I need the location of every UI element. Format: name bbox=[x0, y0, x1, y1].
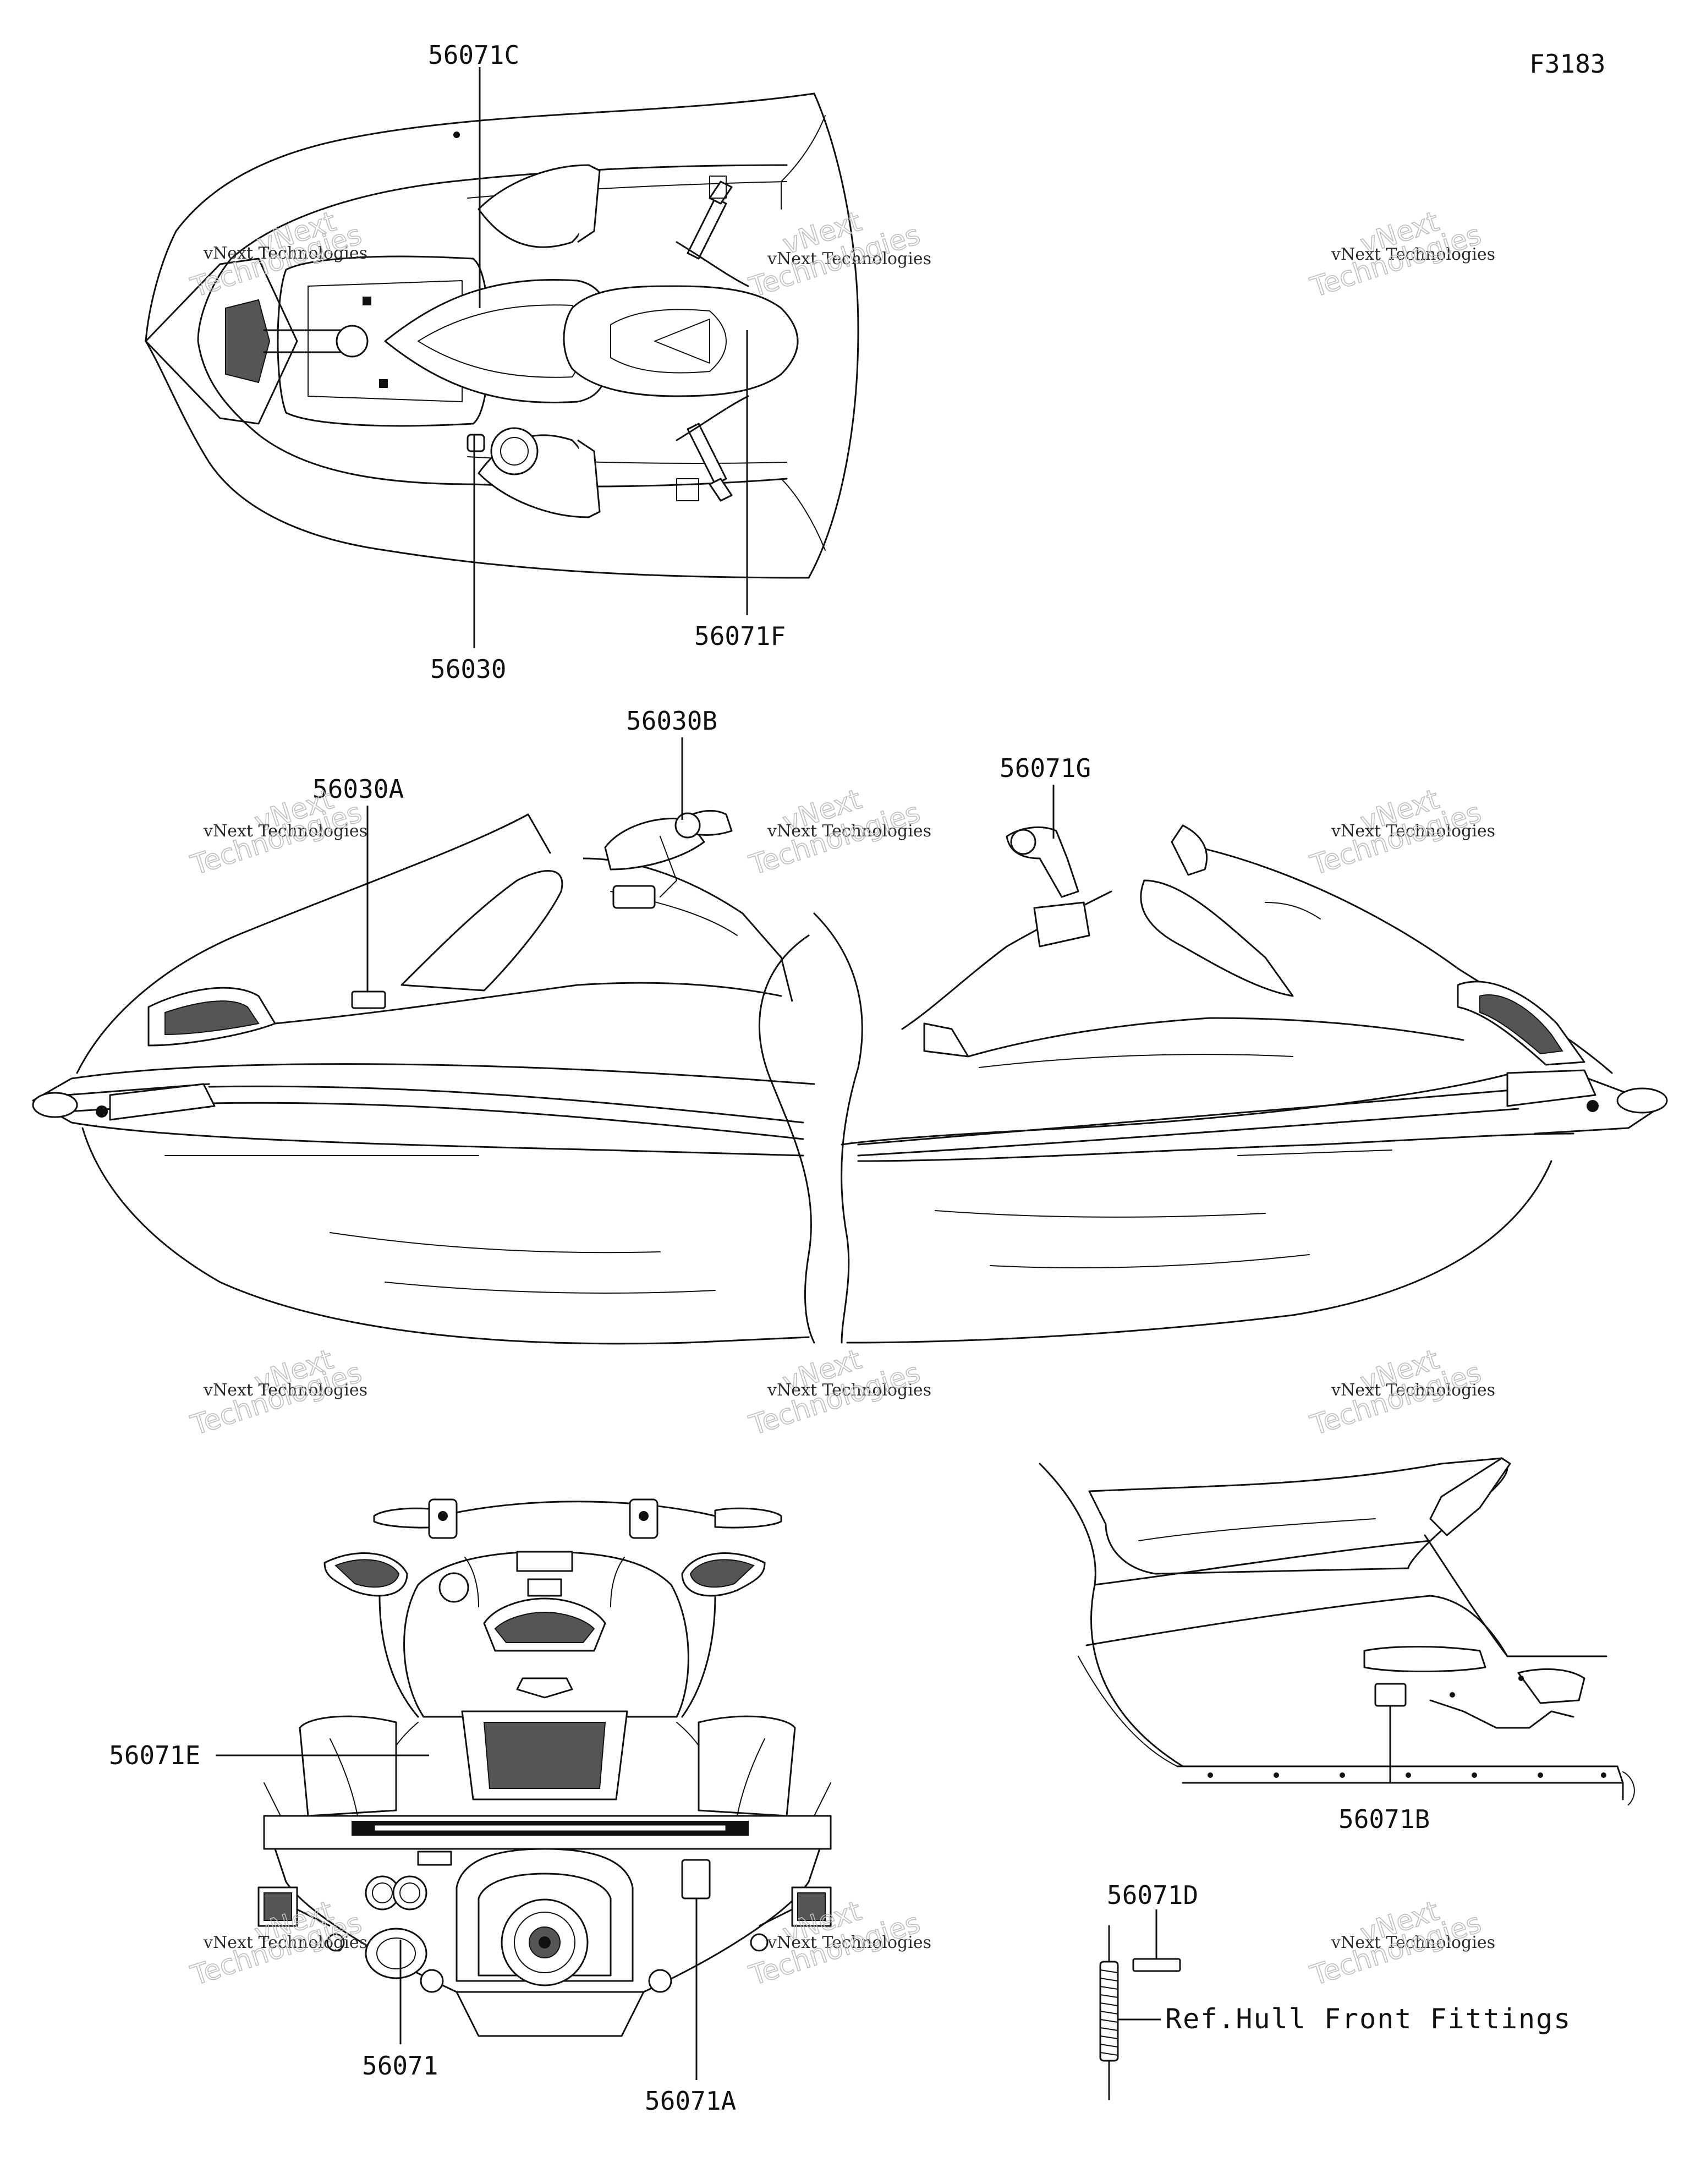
svg-text:vNext Technologies: vNext Technologies bbox=[1331, 245, 1495, 264]
watermark-3: vNext vNext Technologies Technologies bbox=[1306, 205, 1495, 304]
watermark-9: vNext vNext Technologies Technologies bbox=[1306, 1343, 1495, 1442]
callout-56030B: 56030B bbox=[626, 706, 717, 820]
reference-note: Ref.Hull Front Fittings bbox=[1165, 2003, 1571, 2035]
callout-label-56071C: 56071C bbox=[428, 40, 519, 70]
svg-text:vNext Technologies: vNext Technologies bbox=[767, 249, 931, 269]
top-view bbox=[145, 92, 859, 579]
callout-label-56071D: 56071D bbox=[1107, 1880, 1198, 1910]
side-view bbox=[32, 809, 1668, 1345]
svg-text:vNext Technologies: vNext Technologies bbox=[767, 1381, 931, 1400]
callout-56071B: 56071B bbox=[1338, 1706, 1430, 1834]
callout-56030A: 56030A bbox=[312, 774, 404, 992]
svg-text:vNext Technologies: vNext Technologies bbox=[767, 1933, 931, 1952]
detail-view bbox=[1039, 1457, 1635, 1805]
callout-label-56071B: 56071B bbox=[1338, 1804, 1430, 1834]
callout-56071G: 56071G bbox=[1000, 753, 1091, 839]
callout-56071: 56071 bbox=[362, 1940, 438, 2081]
callout-56071E: 56071E bbox=[109, 1740, 429, 1770]
callout-56071F: 56071F bbox=[694, 330, 786, 651]
callout-56071C: 56071C bbox=[428, 40, 519, 308]
hull-front-fittings-part: Ref.Hull Front Fittings bbox=[1099, 1925, 1571, 2100]
watermark-1: vNext vNext Technologies Technologies bbox=[186, 205, 367, 304]
svg-text:vNext Technologies: vNext Technologies bbox=[1331, 822, 1495, 841]
watermark-5: vNext vNext Technologies Technologies bbox=[745, 782, 931, 882]
watermark-12: vNext vNext Technologies Technologies bbox=[1306, 1894, 1495, 1992]
callout-label-56071G: 56071G bbox=[1000, 753, 1091, 783]
svg-text:vNext Technologies: vNext Technologies bbox=[1331, 1933, 1495, 1952]
callout-label-56030A: 56030A bbox=[312, 774, 404, 804]
callout-label-56030: 56030 bbox=[430, 654, 506, 684]
svg-text:vNext Technologies: vNext Technologies bbox=[203, 1933, 367, 1952]
watermark-11: vNext vNext Technologies Technologies bbox=[745, 1894, 931, 1992]
svg-text:vNext Technologies: vNext Technologies bbox=[203, 244, 367, 263]
callout-56030: 56030 bbox=[430, 435, 506, 684]
watermark-8: vNext vNext Technologies Technologies bbox=[745, 1343, 931, 1442]
callout-label-56071: 56071 bbox=[362, 2051, 438, 2081]
svg-text:vNext Technologies: vNext Technologies bbox=[1331, 1381, 1495, 1400]
svg-text:vNext Technologies: vNext Technologies bbox=[203, 1381, 367, 1400]
callout-label-56071F: 56071F bbox=[694, 621, 786, 651]
callout-label-56071E: 56071E bbox=[109, 1740, 200, 1770]
callout-56071A: 56071A bbox=[645, 1898, 736, 2116]
callout-label-56071A: 56071A bbox=[645, 2086, 736, 2116]
figure-code: F3183 bbox=[1529, 49, 1605, 79]
watermark-7: vNext vNext Technologies Technologies bbox=[186, 1343, 367, 1442]
watermark-6: vNext vNext Technologies Technologies bbox=[1306, 782, 1495, 882]
callout-label-56030B: 56030B bbox=[626, 706, 717, 736]
part-56071D: 56071D bbox=[1107, 1880, 1198, 1972]
svg-text:vNext Technologies: vNext Technologies bbox=[203, 822, 367, 841]
rear-view bbox=[257, 1498, 832, 2037]
watermark-2: vNext vNext Technologies Technologies bbox=[745, 205, 931, 304]
svg-text:vNext Technologies: vNext Technologies bbox=[767, 822, 931, 841]
